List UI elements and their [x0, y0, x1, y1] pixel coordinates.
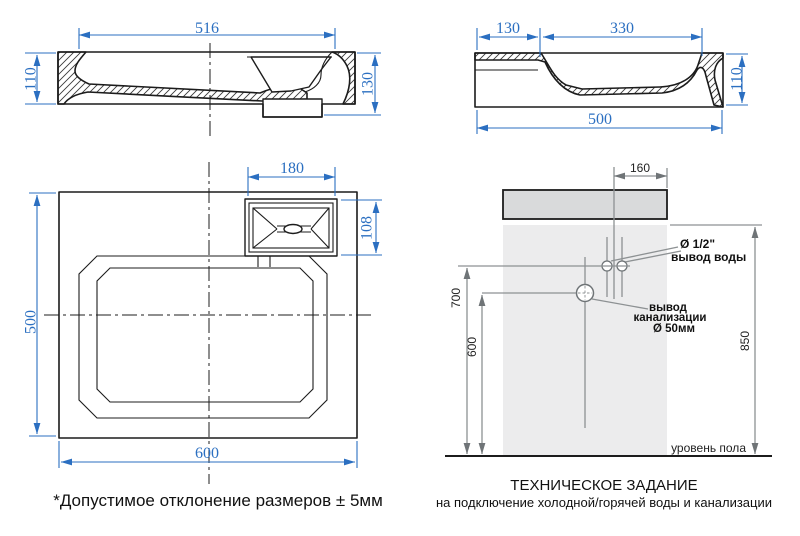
dim-500-bottom: 500 [476, 110, 723, 134]
dim-600-install-label: 600 [465, 337, 479, 357]
dim-160: 160 [613, 161, 668, 180]
spec-subtitle: на подключение холодной/горячей воды и к… [436, 495, 772, 510]
side-section-view: 130 330 500 110 [474, 20, 748, 134]
dim-108-label: 108 [359, 216, 376, 240]
top-view-drain-rim [248, 202, 334, 253]
front-section-outline [57, 51, 356, 118]
front-section-view: 516 110 130 [23, 20, 381, 140]
top-view-basin-outer [78, 255, 328, 419]
dim-110-left: 110 [23, 52, 56, 105]
dim-160-label: 160 [630, 161, 650, 175]
installation-view: 160 700 600 850 Ø 1/2" вывод воды вывод [445, 161, 772, 457]
dim-110-left-label: 110 [23, 67, 40, 90]
dim-130-top-label: 130 [496, 20, 520, 37]
dim-700-label: 700 [449, 288, 463, 308]
water-outlet-label: вывод воды [671, 250, 746, 264]
dim-516-label: 516 [195, 20, 219, 37]
dim-500-left: 500 [23, 192, 56, 437]
dim-108: 108 [341, 199, 382, 256]
side-section-shell [474, 52, 724, 108]
dim-600-install: 600 [465, 294, 486, 455]
top-view-drain-slot [283, 223, 303, 235]
dim-330-top-label: 330 [610, 20, 634, 37]
top-view-basin-inner [96, 267, 314, 403]
dim-330-top: 330 [542, 20, 703, 56]
top-view: 180 108 500 600 [23, 160, 382, 484]
front-section-left-wall-floor [57, 51, 308, 105]
dim-130-right-label: 130 [360, 72, 377, 96]
front-section-funnel [250, 56, 332, 93]
front-section-right-wall [331, 51, 356, 105]
dim-600-bottom-label: 600 [195, 445, 219, 462]
sewer-spec-label: Ø 50мм [653, 323, 695, 335]
spec-title: ТЕХНИЧЕСКОЕ ЗАДАНИЕ [510, 477, 697, 494]
floor-level-label: уровень пола [671, 441, 746, 455]
dim-110-right-label: 110 [729, 67, 746, 90]
dim-180: 180 [247, 160, 336, 196]
installation-sink-silhouette [502, 189, 668, 220]
dim-500-left-label: 500 [23, 310, 40, 334]
dim-600-bottom: 600 [58, 441, 358, 468]
sewer-label-line2: канализации [633, 312, 706, 324]
water-spec-label: Ø 1/2" [680, 237, 715, 251]
dim-110-right: 110 [726, 53, 748, 106]
dim-130-top: 130 [476, 20, 541, 57]
sewer-label-line1: вывод [649, 302, 688, 314]
dim-180-label: 180 [280, 160, 304, 177]
front-section-drain-box [262, 98, 323, 118]
sewer-outlet-crosshair [578, 286, 592, 300]
side-section-outline [474, 52, 724, 108]
dim-700: 700 [449, 267, 471, 455]
top-view-drain-basin [252, 207, 330, 249]
dim-516: 516 [78, 20, 336, 49]
dim-850: 850 [738, 226, 759, 455]
tolerance-note: *Допустимое отклонение размеров ± 5мм [53, 491, 383, 510]
dim-850-label: 850 [738, 331, 752, 351]
dim-130-right: 130 [324, 52, 381, 116]
dim-500-bottom-label: 500 [588, 111, 612, 128]
